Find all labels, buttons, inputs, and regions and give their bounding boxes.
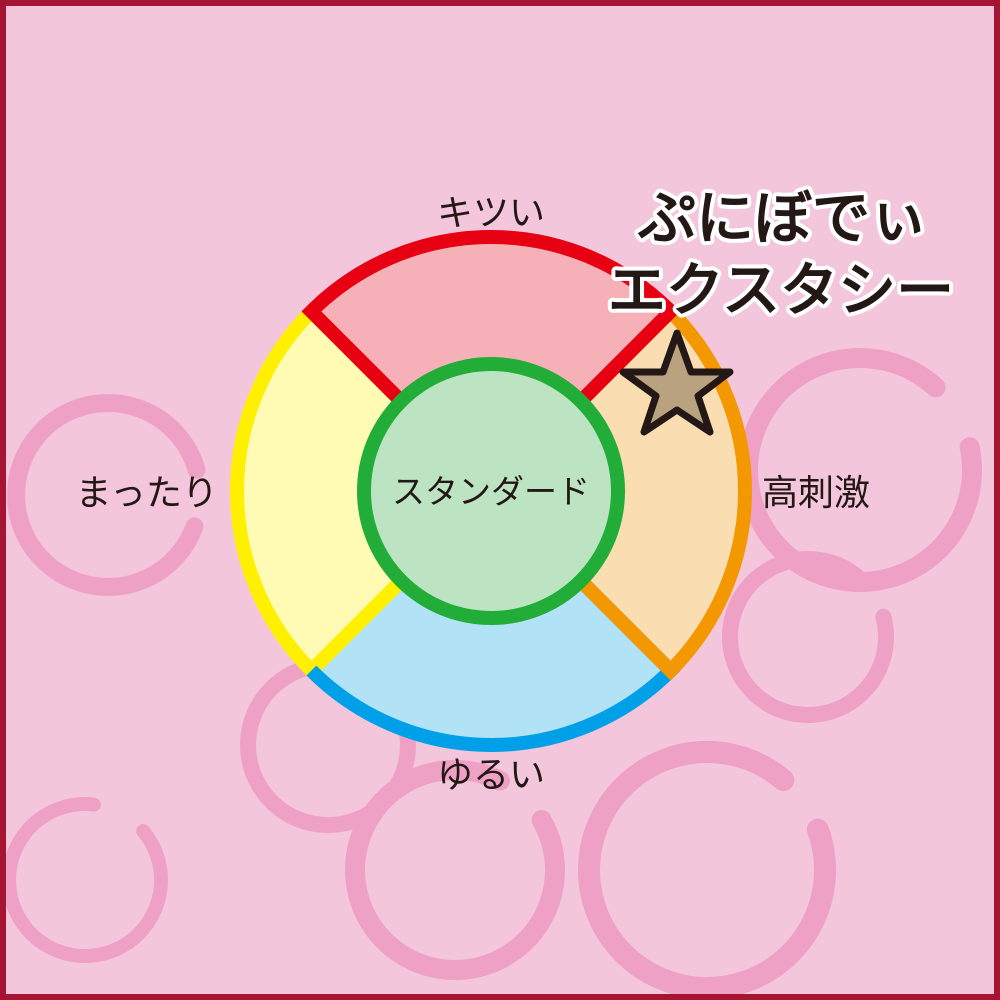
quadrant-top-label: キツい (437, 193, 545, 234)
quadrant-left-outline (230, 301, 406, 681)
center-label: スタンダード (392, 472, 590, 511)
brush-circle (6, 797, 168, 963)
quadrant-left-label: まったり (75, 473, 218, 514)
quadrant-top-outline (301, 230, 681, 406)
quadrant-bottom-label: ゆるい (437, 755, 545, 796)
brush-circle (7, 394, 209, 596)
star-icon (619, 329, 734, 436)
title-line1: ぷにぼでぃ (637, 184, 928, 252)
quadrant-bottom-outline (306, 576, 681, 752)
brush-circle (722, 551, 894, 723)
center-circle (357, 357, 625, 625)
brush-circle (345, 760, 565, 980)
title-line2: エクスタシー (608, 256, 954, 324)
brush-circle (578, 741, 836, 994)
quadrant-right-outline (576, 306, 752, 681)
quadrant-right-label: 高刺激 (762, 473, 870, 514)
quadrant-outlines (230, 230, 752, 752)
